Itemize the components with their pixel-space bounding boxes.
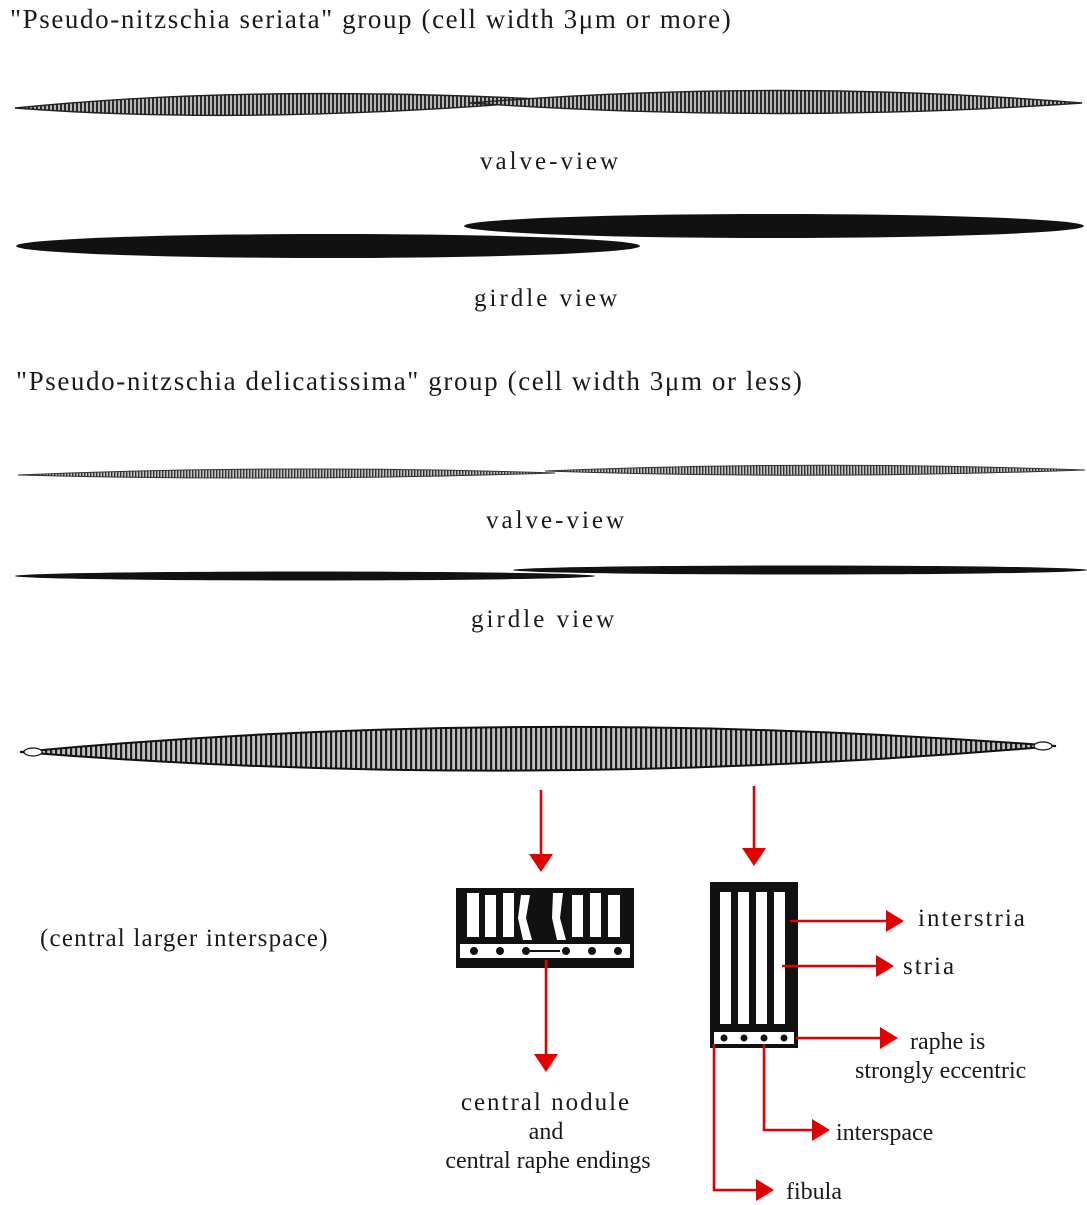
seriata-valve-cell-right	[470, 91, 1082, 114]
seriata-valve-cell-left	[15, 94, 560, 116]
arrow-raphe	[796, 1027, 898, 1049]
central-nodule-label-line2: and	[529, 1119, 564, 1145]
delicatissima-girdle-cell-left	[15, 572, 595, 581]
arrow-interstria	[790, 910, 904, 932]
seriata-heading: "Pseudo-nitzschia seriata" group (cell w…	[10, 4, 732, 34]
raphe-label-line2: strongly eccentric	[855, 1058, 1026, 1084]
interstria-label: interstria	[918, 905, 1027, 932]
fibula-label: fibula	[786, 1179, 842, 1205]
arrow-to-side-detail	[742, 786, 766, 866]
central-interspace-detail	[456, 888, 634, 968]
delicatissima-valve-label: valve-view	[486, 507, 627, 534]
interspace-label: interspace	[836, 1120, 933, 1146]
raphe-label-line1: raphe is	[910, 1029, 985, 1055]
delicatissima-girdle-cell-right	[513, 566, 1087, 575]
delicatissima-heading: "Pseudo-nitzschia delicatissima" group (…	[16, 366, 803, 396]
delicatissima-valve-view-cells	[18, 465, 1085, 478]
seriata-girdle-label: girdle view	[474, 285, 620, 312]
seriata-valve-view-cells	[15, 91, 1082, 116]
delicatissima-girdle-label: girdle view	[471, 606, 617, 633]
arrow-stria	[782, 955, 894, 977]
arrow-interspace	[764, 1044, 830, 1141]
central-larger-interspace-label: (central larger interspace)	[40, 925, 329, 952]
stria-label: stria	[903, 953, 956, 980]
arrow-to-central-detail	[529, 790, 553, 872]
arrow-to-central-nodule	[534, 960, 558, 1072]
central-nodule-label-line1: central nodule	[461, 1089, 631, 1116]
seriata-girdle-cell-right	[464, 214, 1084, 238]
seriata-girdle-cell-left	[16, 234, 640, 258]
detailed-valve-cell	[20, 727, 1056, 771]
delicatissima-valve-cell-right	[545, 465, 1085, 475]
seriata-girdle-view-cells	[16, 214, 1084, 258]
seriata-valve-label: valve-view	[480, 148, 621, 175]
delicatissima-valve-cell-left	[18, 469, 555, 478]
central-nodule-label-line3: central raphe endings	[445, 1148, 650, 1174]
delicatissima-girdle-view-cells	[15, 566, 1087, 581]
